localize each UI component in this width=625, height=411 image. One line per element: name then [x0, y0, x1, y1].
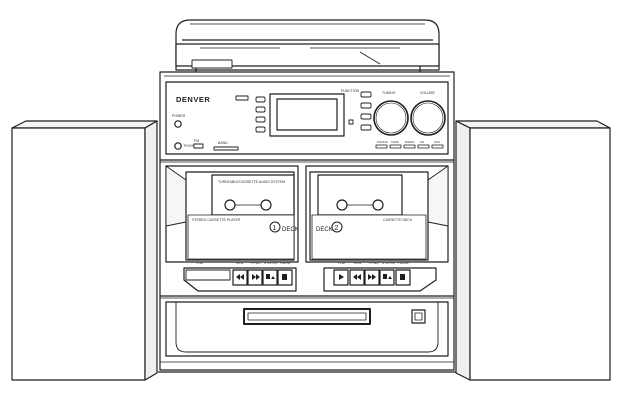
- svg-text:2: 2: [335, 225, 339, 232]
- band-switch[interactable]: [213, 146, 239, 151]
- function-phono-button[interactable]: [375, 144, 388, 149]
- deck-2-number-badge: [331, 221, 343, 233]
- cd-stop-button[interactable]: [360, 124, 372, 131]
- cd-play-button[interactable]: [360, 91, 372, 98]
- lcd-display: [276, 98, 338, 131]
- preset-button-3[interactable]: [255, 116, 266, 123]
- phones-jack: [174, 142, 182, 150]
- svg-text:RADIO: RADIO: [405, 140, 415, 144]
- deck-1-reel-left: [224, 199, 236, 211]
- deck-1-play-button[interactable]: [185, 269, 231, 281]
- svg-text:STOP/EJ: STOP/EJ: [264, 261, 278, 265]
- display-side-button[interactable]: [348, 119, 354, 125]
- function-cd-button[interactable]: [417, 144, 430, 149]
- svg-text:PLAY: PLAY: [196, 261, 205, 265]
- deck-2-label: DECK: [316, 227, 333, 233]
- svg-text:PAUSE: PAUSE: [398, 261, 409, 265]
- svg-text:PLAY: PLAY: [338, 261, 347, 265]
- deck-2-reel-right: [372, 199, 384, 211]
- mode-button[interactable]: [235, 95, 249, 101]
- svg-text:F.FWD: F.FWD: [251, 261, 261, 265]
- fm-button[interactable]: [193, 143, 204, 149]
- deck-2-reel-left: [336, 199, 348, 211]
- preset-button-2[interactable]: [255, 106, 266, 113]
- svg-text:REW: REW: [354, 261, 361, 265]
- svg-text:REW: REW: [236, 261, 243, 265]
- cd-skip-forward-button[interactable]: [360, 113, 372, 120]
- left-speaker: [11, 120, 158, 381]
- preset-button-4[interactable]: [255, 126, 266, 133]
- cassette-deck-2: CASSETTE DECK DECK 2 PLAY REW F.FWD STOP…: [305, 165, 449, 292]
- svg-text:AUX: AUX: [434, 140, 440, 144]
- svg-text:PAUSE: PAUSE: [280, 261, 291, 265]
- svg-text:STOP/EJ: STOP/EJ: [382, 261, 396, 265]
- svg-text:POWER: POWER: [172, 114, 186, 118]
- brand-logo: DENVER: [176, 95, 210, 104]
- svg-text:1: 1: [273, 225, 277, 232]
- svg-text:FM: FM: [194, 139, 199, 143]
- tuning-knob[interactable]: [373, 100, 409, 136]
- cassette-deck-1: TURNTABLE/CASSETTE AUDIO SYSTEM STEREO C…: [165, 165, 299, 292]
- svg-text:TUNING: TUNING: [382, 91, 396, 95]
- cd-tray-section: [165, 301, 449, 357]
- cd-skip-back-button[interactable]: [360, 102, 372, 109]
- right-speaker: [455, 120, 611, 381]
- deck-1-reel-right: [260, 199, 272, 211]
- function-radio-button[interactable]: [403, 144, 416, 149]
- deck-1-number-badge: [269, 221, 281, 233]
- svg-text:CASSETTE DECK: CASSETTE DECK: [383, 218, 413, 222]
- deck-1-label: DECK: [282, 227, 299, 233]
- svg-text:BAND: BAND: [218, 141, 228, 145]
- turntable-lid: [175, 19, 440, 72]
- receiver-panel: DENVER POWER PHONES FM BAND FUNCTION TUN…: [165, 81, 449, 155]
- svg-text:STEREO CASSETTE PLAYER: STEREO CASSETTE PLAYER: [192, 218, 241, 222]
- power-button[interactable]: [174, 120, 182, 128]
- svg-text:CD: CD: [420, 140, 425, 144]
- function-tape-button[interactable]: [389, 144, 402, 149]
- svg-text:PHONES: PHONES: [184, 144, 199, 148]
- svg-text:VOLUME: VOLUME: [420, 91, 435, 95]
- svg-text:TURNTABLE/CASSETTE AUDIO SYSTE: TURNTABLE/CASSETTE AUDIO SYSTEM: [218, 180, 285, 184]
- svg-text:TAPE: TAPE: [391, 140, 399, 144]
- volume-knob[interactable]: [410, 100, 446, 136]
- deck-2-cassette-window: [317, 174, 403, 216]
- svg-text:PHONO: PHONO: [377, 140, 389, 144]
- svg-text:F.FWD: F.FWD: [369, 261, 379, 265]
- function-aux-button[interactable]: [431, 144, 444, 149]
- preset-button-1[interactable]: [255, 96, 266, 103]
- svg-text:FUNCTION: FUNCTION: [341, 89, 360, 93]
